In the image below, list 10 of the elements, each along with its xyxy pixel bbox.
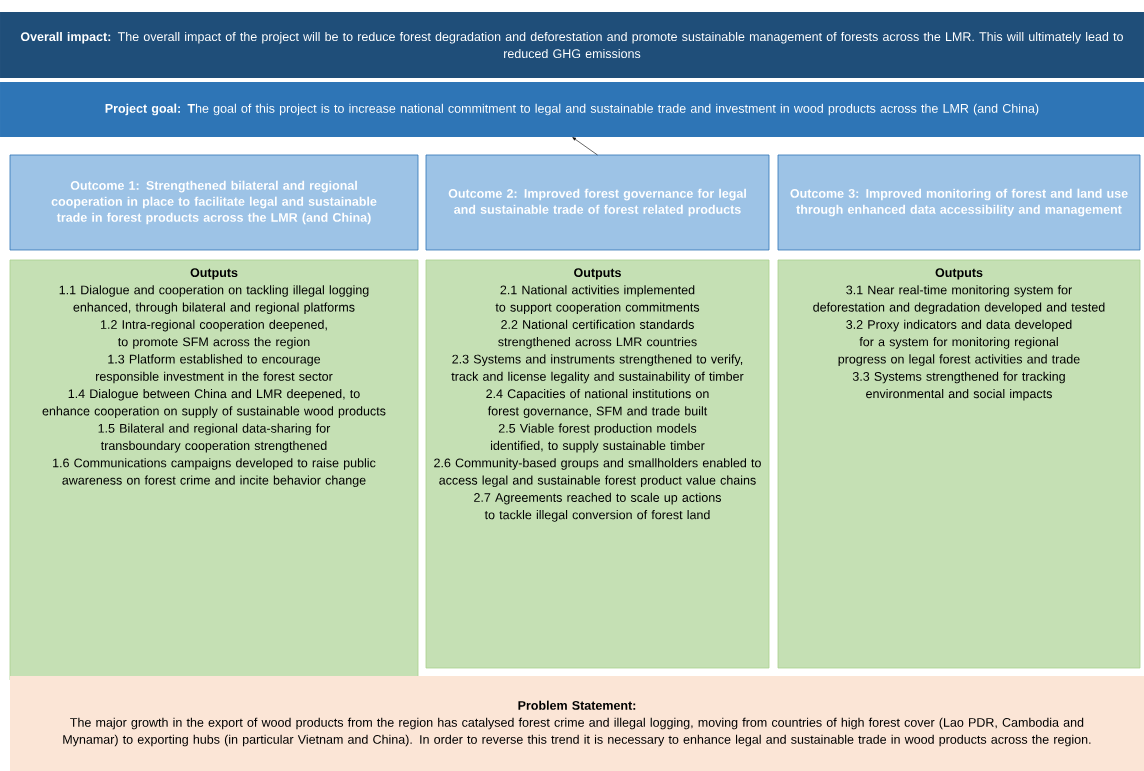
banner-box: Project goal: The goal of this project is to increase national commitment to legal and sustainable trade and investment in wood products across the LMR (and China) xyxy=(0,82,1144,137)
outcome-box: Outcome 3: Improved monitoring of forest and land use through enhanced data accessibility and management xyxy=(777,154,1141,251)
statement-box: Problem Statement: The major growth in the export of wood products from the region has catalysed forest crime and illegal logging, moving from countries of high forest cover (Lao PDR, Cambodia and Mynamar) to exporting hubs (in particular Vietnam and China). In order to reverse this trend it is necessary to enhance legal and sustainable trade in wood products across the region. xyxy=(10,676,1144,771)
banner-box: Overall impact: The overall impact of the project will be to reduce forest degradation and deforestation and promote sustainable management of forests across the LMR. This will ultimately lead to reduced GHG emissions xyxy=(0,12,1144,78)
outputs-box: Outputs 3.1 Near real-time monitoring system for deforestation and degradation developed and tested 3.2 Proxy indicators and data developed for a system for monitoring regional progress on legal forest activities and trade 3.3 Systems strengthened for tracking environmental and social impacts xyxy=(777,259,1141,669)
arrow xyxy=(572,137,598,156)
outcome-box: Outcome 1: Strengthened bilateral and regional cooperation in place to facilitate legal and sustainable trade in forest products across the LMR (and China) xyxy=(9,154,419,251)
outputs-box: Outputs 1.1 Dialogue and cooperation on tackling illegal logging enhanced, through bilateral and regional platforms 1.2 Intra-regional cooperation deepened, to promote SFM across the region 1.3 Platform established to encourage responsible investment in the forest sector 1.4 Dialogue between China and LMR deepened, to enhance cooperation on supply of sustainable wood products 1.5 Bilateral and regional data-sharing for transboundary cooperation strengthened 1.6 Communications campaigns developed to raise public awareness on forest crime and incite behavior change xyxy=(9,259,419,681)
outputs-box: Outputs 2.1 National activities implemented to support cooperation commitments 2.2 National certification standards strengthened across LMR countries 2.3 Systems and instruments strengthened to verify, track and license legality and sustainability of timber 2.4 Capacities of national institutions on forest governance, SFM and trade built 2.5 Viable forest production models identified, to supply sustainable timber 2.6 Community-based groups and smallholders enabled to access legal and sustainable forest product value chains 2.7 Agreements reached to scale up actions to tackle illegal conversion of forest land xyxy=(425,259,770,669)
outcome-box: Outcome 2: Improved forest governance for legal and sustainable trade of forest related products xyxy=(425,154,770,251)
